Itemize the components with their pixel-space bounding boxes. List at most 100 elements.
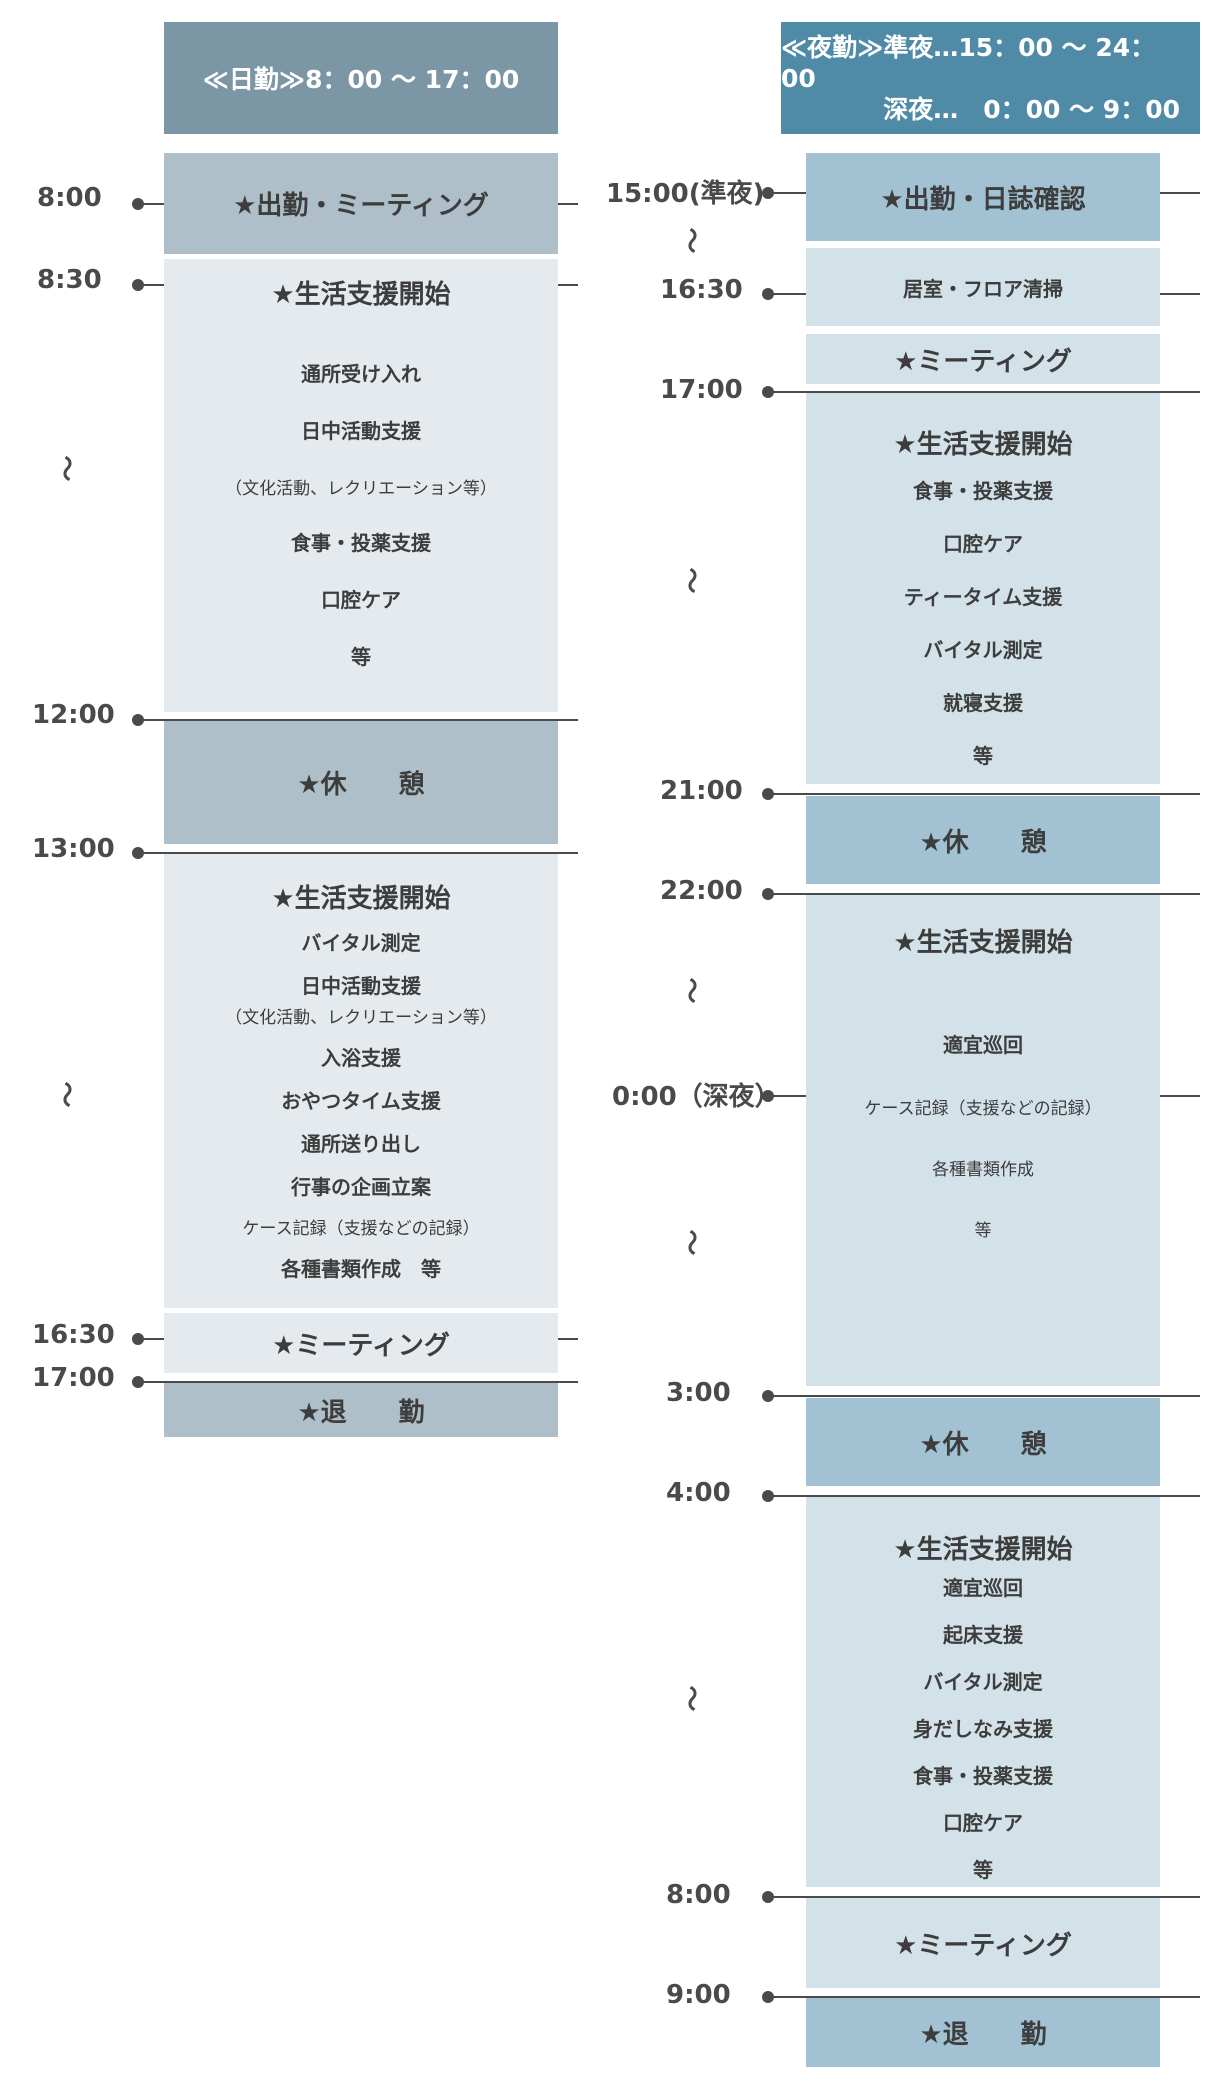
night-meeting2-block: ★ミーティング [806,1898,1160,1988]
day-time-line [138,1338,164,1340]
day-afternoon-item: 通所送り出し [301,1132,421,1156]
night-break2-block: ★休 憩 [806,1398,1160,1486]
night-support3-item: 食事・投薬支援 [913,1764,1053,1788]
night-time-label: 22:00 [660,876,743,906]
night-support1-item: 食事・投薬支援 [913,479,1053,503]
night-support2-item: 各種書類作成 [932,1160,1034,1180]
night-attend-title: ★出勤・日誌確認 [880,184,1086,215]
night-time-line [768,1896,1200,1898]
night-time-line [768,893,1200,895]
night-support1-block: ★生活支援開始 食事・投薬支援 口腔ケア ティータイム支援 バイタル測定 就寝支… [806,392,1160,784]
day-time-line [138,1381,578,1383]
night-time-label: 17:00 [660,375,743,405]
night-time-label: 8:00 [666,1880,731,1910]
night-meeting1-block: ★ミーティング [806,334,1160,384]
day-leave-title: ★退 勤 [297,1397,425,1428]
night-time-label: 21:00 [660,776,743,806]
night-support3-item: 口腔ケア [943,1811,1023,1835]
day-leave-block: ★退 勤 [164,1383,558,1437]
night-meeting2-title: ★ミーティング [894,1930,1072,1961]
night-support3-item: 身だしなみ支援 [913,1717,1053,1741]
day-afternoon-block: ★生活支援開始 バイタル測定 日中活動支援 （文化活動、レクリエーション等） 入… [164,853,558,1308]
day-time-label: 12:00 [32,700,115,730]
night-support3-block: ★生活支援開始 適宜巡回 起床支援 バイタル測定 身だしなみ支援 食事・投薬支援… [806,1497,1160,1887]
night-support1-item: バイタル測定 [923,638,1043,662]
day-afternoon-item: バイタル測定 [301,931,421,955]
day-afternoon-item: 入浴支援 [321,1046,401,1070]
night-leave-title: ★退 勤 [919,2019,1047,2050]
night-support2-item: ケース記録（支援などの記録） [864,1099,1102,1119]
day-morning-item: 等 [351,645,371,669]
day-afternoon-item: （文化活動、レクリエーション等） [225,1008,497,1028]
night-shift-header-line2: 深夜… 0：00 ～ 9：00 [883,94,1180,124]
day-attend-title: ★出勤・ミーティング [233,191,489,221]
night-time-label: 4:00 [666,1478,731,1508]
night-time-line [1160,1095,1200,1097]
day-break-title: ★休 憩 [297,769,425,800]
night-support3-item: 適宜巡回 [943,1576,1023,1600]
night-support3-item: バイタル測定 [923,1670,1043,1694]
night-time-line [768,1996,1200,1998]
day-time-line [138,203,164,205]
day-afternoon-item: ケース記録（支援などの記録） [242,1219,480,1239]
day-morning-title: ★生活支援開始 [271,280,451,310]
night-time-line [1160,293,1200,295]
day-morning-item: 日中活動支援 [301,419,421,443]
night-tilde: ～ [675,1685,706,1712]
day-time-line [558,1338,578,1340]
night-attend-block: ★出勤・日誌確認 [806,153,1160,241]
night-time-line [768,192,806,194]
night-time-line [768,293,806,295]
night-support2-block: ★生活支援開始 適宜巡回 ケース記録（支援などの記録） 各種書類作成 等 [806,894,1160,1386]
night-support3-title: ★生活支援開始 [893,1535,1073,1565]
night-support1-item: 就寝支援 [943,691,1023,715]
day-time-label: 8:30 [37,265,102,295]
night-time-line [768,1395,1200,1397]
day-afternoon-item: おやつタイム支援 [281,1089,441,1113]
night-support1-title: ★生活支援開始 [893,430,1073,460]
night-break1-block: ★休 憩 [806,796,1160,884]
night-time-label: 9:00 [666,1980,731,2010]
day-tilde: ～ [50,1081,81,1108]
day-morning-block: ★生活支援開始 通所受け入れ 日中活動支援 （文化活動、レクリエーション等） 食… [164,259,558,712]
day-afternoon-item: 行事の企画立案 [291,1175,431,1199]
day-tilde: ～ [50,455,81,482]
day-afternoon-item: 各種書類作成 等 [281,1257,441,1281]
day-time-label: 17:00 [32,1363,115,1393]
night-time-line [1160,192,1200,194]
day-time-line [138,719,578,721]
night-support3-item: 等 [973,1858,993,1882]
night-tilde: ～ [675,227,706,254]
day-time-line [558,284,578,286]
day-time-line [558,203,578,205]
night-support1-item: 等 [973,744,993,768]
day-time-label: 16:30 [32,1320,115,1350]
night-tilde: ～ [675,977,706,1004]
day-shift-header: ≪日勤≫8：00 ～ 17：00 [164,22,558,134]
night-break2-title: ★休 憩 [919,1429,1047,1460]
night-leave-block: ★退 勤 [806,1997,1160,2067]
day-morning-item: 通所受け入れ [301,362,421,386]
night-time-line [768,1495,1200,1497]
day-time-label: 8:00 [37,183,102,213]
night-time-label: 15:00(準夜) [606,179,765,209]
day-time-line [138,284,164,286]
day-attend-block: ★出勤・ミーティング [164,153,558,254]
night-support2-title: ★生活支援開始 [893,928,1073,958]
day-meeting-block: ★ミーティング [164,1313,558,1373]
day-afternoon-item: 日中活動支援 [301,974,421,998]
night-time-line [768,793,1200,795]
night-support1-item: ティータイム支援 [903,585,1063,609]
night-break1-title: ★休 憩 [919,827,1047,858]
night-tilde: ～ [675,567,706,594]
night-time-label: 0:00（深夜） [612,1082,781,1112]
night-support1-item: 口腔ケア [943,532,1023,556]
day-time-line [138,852,578,854]
night-time-label: 3:00 [666,1378,731,1408]
day-morning-item: 食事・投薬支援 [291,531,431,555]
night-support2-item: 等 [974,1221,992,1241]
night-tilde: ～ [675,1229,706,1256]
night-clean-title: 居室・フロア清掃 [903,276,1063,301]
day-morning-item: （文化活動、レクリエーション等） [225,479,497,499]
night-shift-header-line1: ≪夜勤≫準夜…15：00 ～ 24：00 [781,32,1156,93]
